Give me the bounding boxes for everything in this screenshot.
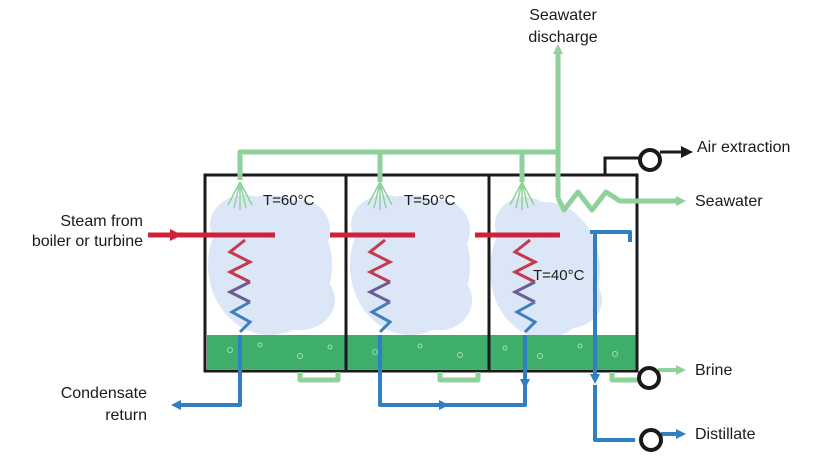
steam-label: boiler or turbine	[32, 233, 143, 250]
distillate-lines	[171, 230, 635, 442]
spray-heads	[227, 181, 535, 210]
seawater-discharge-label: discharge	[528, 29, 597, 46]
air-extraction-pump	[638, 148, 662, 172]
condensate-return-label: return	[105, 407, 147, 424]
brine-pump	[637, 366, 661, 390]
air-extraction-line	[603, 146, 693, 175]
distillate-pump	[639, 428, 663, 452]
stage-3-temperature: T=40°C	[533, 267, 585, 284]
condensing-coils	[226, 238, 539, 334]
seawater-inlet-label: Seawater	[695, 193, 763, 210]
stage-2-temperature: T=50°C	[404, 192, 456, 209]
brine-pool	[207, 335, 637, 369]
brine-bubbles	[227, 342, 618, 359]
distillate-label: Distillate	[695, 426, 756, 443]
air-extraction-label: Air extraction	[697, 139, 790, 156]
vessel-outline	[203, 173, 639, 373]
steam-inlet-arrow	[170, 229, 182, 241]
stage-1-temperature: T=60°C	[263, 192, 315, 209]
brine-label: Brine	[695, 362, 732, 379]
seawater-discharge-label: Seawater	[529, 7, 597, 24]
condensate-return-label: Condensate	[61, 385, 147, 402]
steam-label: Steam from	[60, 213, 143, 230]
seawater-lines	[237, 44, 686, 383]
